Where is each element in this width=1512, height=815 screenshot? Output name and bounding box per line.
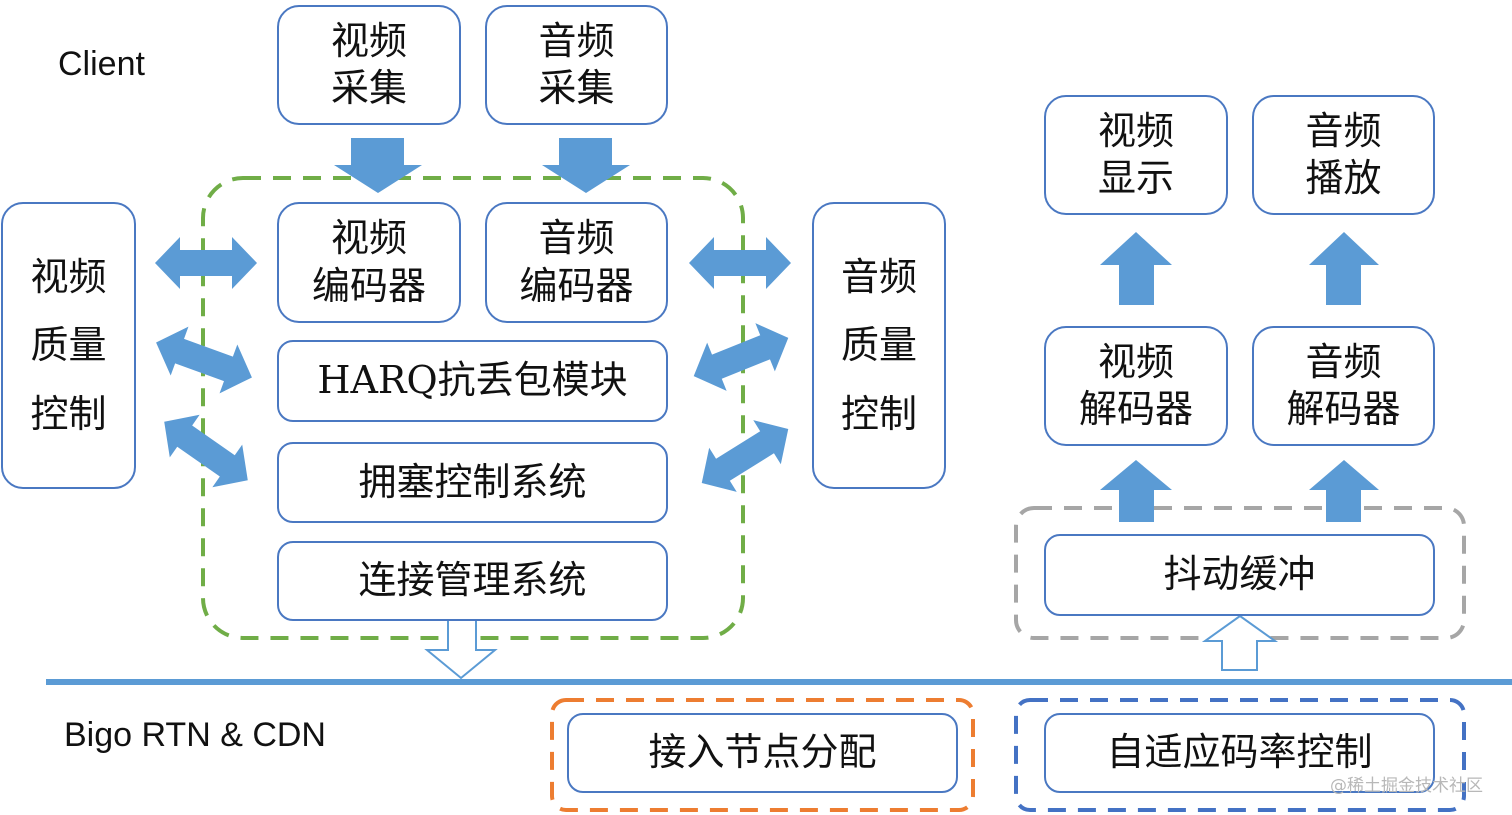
- video-capture-box[interactable]: 视频 采集: [277, 5, 461, 125]
- arrow-up-audio-decoder: [1309, 460, 1379, 522]
- audio-play-text: 音频 播放: [1305, 108, 1382, 201]
- node-allocation-box[interactable]: 接入节点分配: [567, 713, 958, 793]
- video-display-box[interactable]: 视频 显示: [1044, 95, 1228, 215]
- node-allocation-group: [550, 698, 975, 812]
- audio-capture-box[interactable]: 音频 采集: [485, 5, 668, 125]
- watermark: @稀土掘金技术社区: [1330, 776, 1483, 796]
- video-decoder-text: 视频 解码器: [1078, 339, 1193, 432]
- node-allocation-text: 接入节点分配: [648, 730, 877, 775]
- audio-capture-text: 音频 采集: [538, 18, 615, 111]
- audio-quality-control-box[interactable]: 音频 质量 控制: [812, 202, 946, 489]
- double-arrow-right-1: [689, 237, 791, 289]
- connection-management-box[interactable]: 连接管理系统: [277, 541, 668, 621]
- double-arrow-right-2: [693, 323, 789, 391]
- video-decoder-box[interactable]: 视频 解码器: [1044, 326, 1228, 446]
- audio-decoder-text: 音频 解码器: [1286, 339, 1401, 432]
- jitter-group: [1014, 506, 1466, 640]
- abr-control-box[interactable]: 自适应码率控制: [1044, 713, 1435, 793]
- arrow-up-video-display: [1100, 232, 1172, 305]
- network-section-label: Bigo RTN & CDN: [64, 716, 326, 754]
- video-display-text: 视频 显示: [1097, 108, 1174, 201]
- double-arrow-right-3: [701, 420, 789, 492]
- arrow-up-video-decoder: [1100, 460, 1172, 522]
- arrow-down-to-network: [424, 619, 498, 680]
- abr-control-text: 自适应码率控制: [1106, 730, 1373, 775]
- double-arrow-left-2: [156, 326, 252, 394]
- jitter-buffer-box[interactable]: 抖动缓冲: [1044, 534, 1435, 616]
- congestion-control-box[interactable]: 拥塞控制系统: [277, 442, 668, 523]
- double-arrow-left-1: [155, 237, 257, 289]
- connection-management-text: 连接管理系统: [358, 558, 587, 603]
- harq-module-text: HARQ抗丢包模块: [317, 358, 628, 403]
- harq-module-box[interactable]: HARQ抗丢包模块: [277, 340, 668, 422]
- audio-play-box[interactable]: 音频 播放: [1252, 95, 1435, 215]
- arrow-down-video: [334, 138, 422, 193]
- client-section-label: Client: [58, 45, 145, 83]
- arrow-down-audio: [542, 138, 630, 193]
- video-encoder-text: 视频 编码器: [311, 216, 426, 308]
- arrow-up-audio-play: [1309, 232, 1379, 305]
- congestion-control-text: 拥塞控制系统: [358, 459, 587, 504]
- audio-quality-control-text: 音频 质量 控制: [840, 254, 917, 436]
- arrow-up-to-jitter: [1201, 614, 1279, 671]
- jitter-buffer-text: 抖动缓冲: [1163, 552, 1316, 597]
- audio-decoder-box[interactable]: 音频 解码器: [1252, 326, 1435, 446]
- audio-encoder-text: 音频 编码器: [519, 216, 634, 308]
- video-quality-control-box[interactable]: 视频 质量 控制: [1, 202, 136, 489]
- abr-group: [1014, 698, 1466, 812]
- audio-encoder-box[interactable]: 音频 编码器: [485, 202, 668, 323]
- video-encoder-box[interactable]: 视频 编码器: [277, 202, 461, 323]
- double-arrow-left-3: [164, 414, 248, 488]
- video-capture-text: 视频 采集: [330, 18, 407, 111]
- video-quality-control-text: 视频 质量 控制: [30, 254, 107, 436]
